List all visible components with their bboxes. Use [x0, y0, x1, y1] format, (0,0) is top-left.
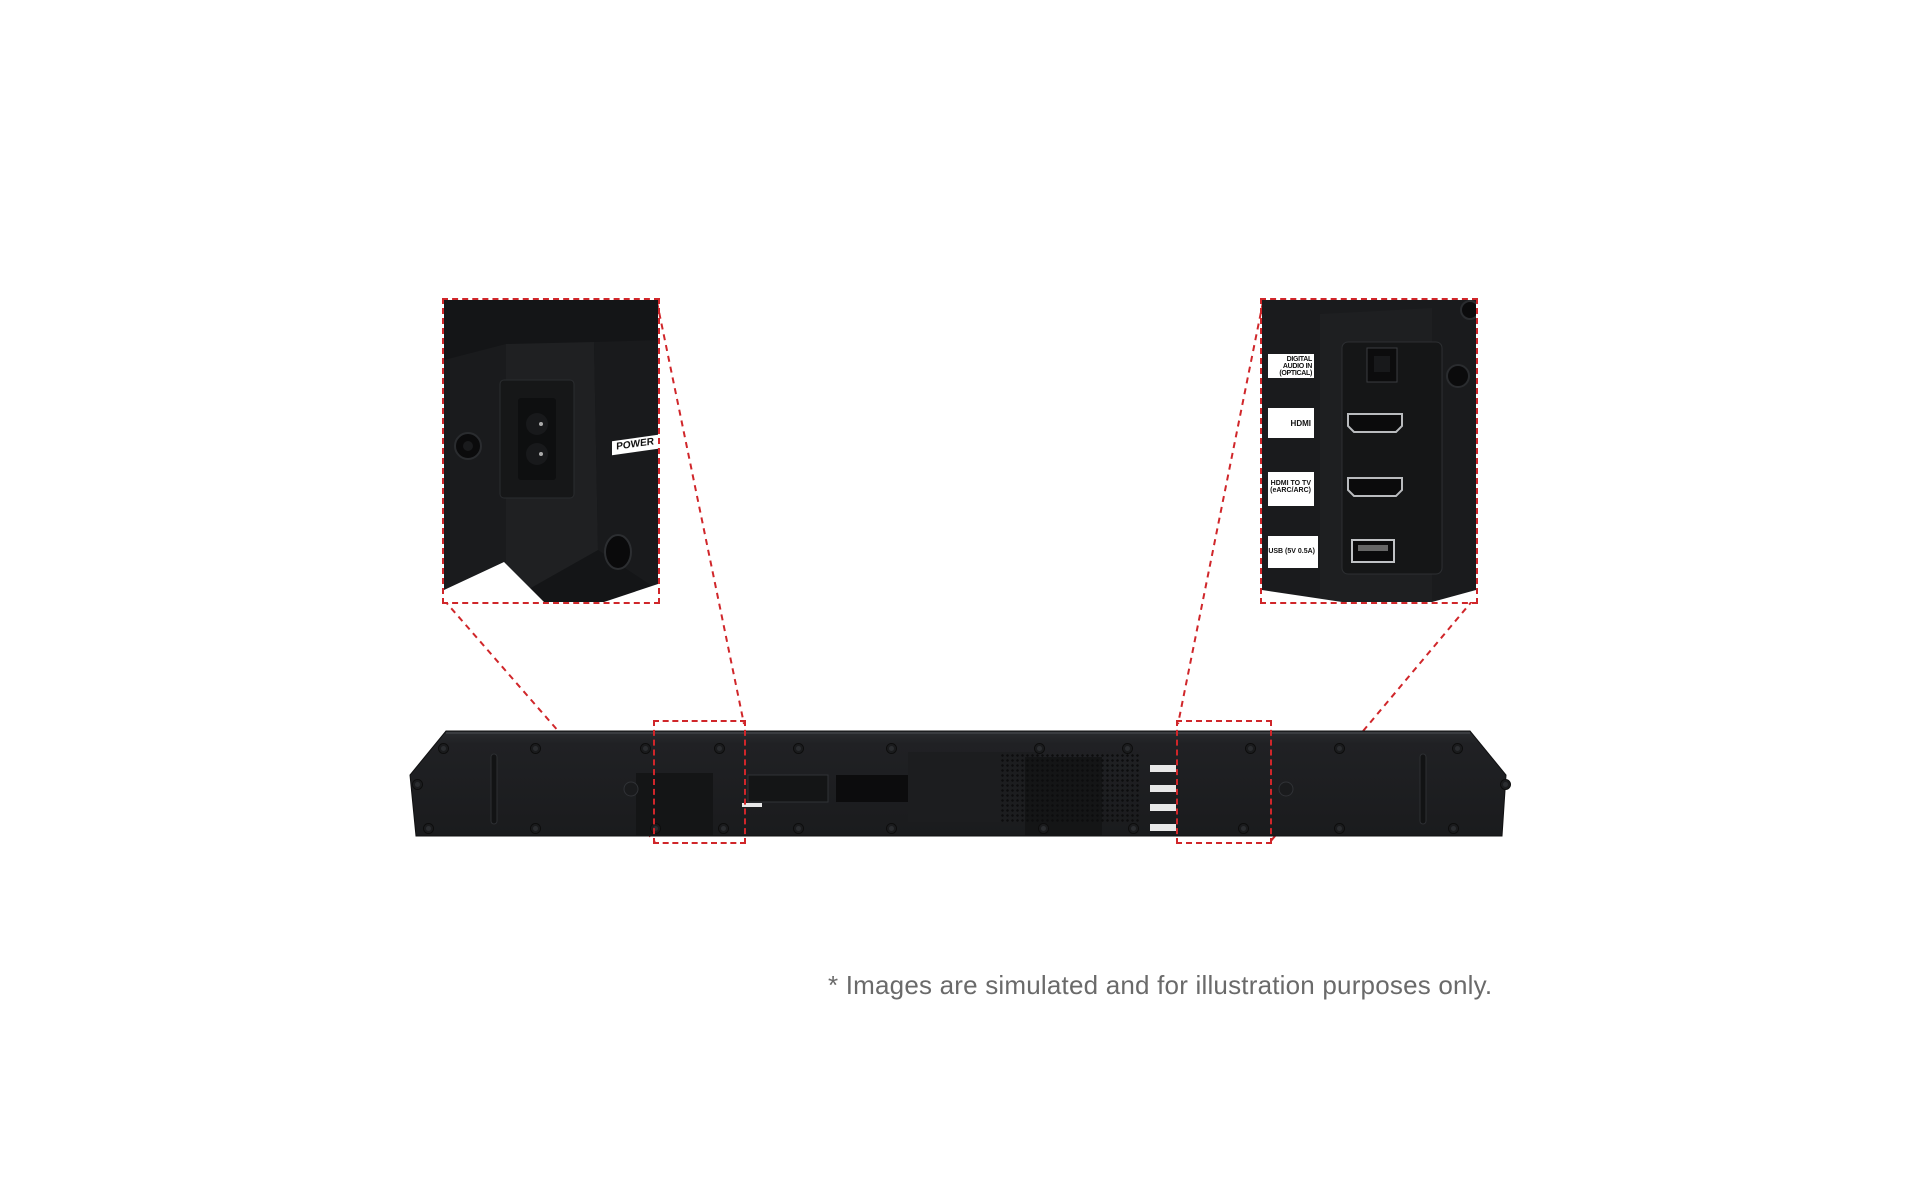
screw-icon: [1128, 823, 1139, 834]
screw-icon: [530, 743, 541, 754]
bar-label-hdmi: [1150, 785, 1176, 792]
screw-icon: [1448, 823, 1459, 834]
optical-label: DIGITAL AUDIO IN (OPTICAL): [1268, 354, 1314, 378]
soundbar-back-panel: [408, 723, 1511, 839]
power-port-callout: POWER: [444, 300, 658, 602]
screw-icon: [1122, 743, 1133, 754]
screw-icon: [438, 743, 449, 754]
screw-icon: [1334, 823, 1345, 834]
screw-icon: [1238, 823, 1249, 834]
screw-icon: [650, 823, 661, 834]
power-port-illustration: [444, 300, 658, 602]
screw-icon: [412, 779, 423, 790]
optical-label-line1: DIGITAL AUDIO IN: [1282, 356, 1312, 370]
screw-icon: [1334, 743, 1345, 754]
screw-icon: [423, 823, 434, 834]
hdmi-to-tv-label: HDMI TO TV (eARC/ARC): [1268, 472, 1314, 506]
screw-icon: [1038, 823, 1049, 834]
usb-label: USB (5V 0.5A): [1268, 536, 1318, 568]
disclaimer-text: * Images are simulated and for illustrat…: [828, 970, 1493, 1000]
screw-icon: [793, 823, 804, 834]
screw-icon: [886, 743, 897, 754]
screw-icon: [718, 823, 729, 834]
bar-label-usb: [1150, 824, 1176, 831]
soundbar-shape: [409, 730, 1507, 837]
optical-label-line2: (OPTICAL): [1279, 370, 1312, 377]
bar-label-hdmi-tv: [1150, 804, 1176, 811]
bar-label-power: [742, 803, 762, 807]
screw-icon: [530, 823, 541, 834]
screw-icon: [1034, 743, 1045, 754]
hdmi-to-tv-label-line1: HDMI TO TV: [1270, 480, 1311, 487]
hdmi-to-tv-label-line2: (eARC/ARC): [1270, 487, 1311, 494]
input-ports-callout: DIGITAL AUDIO IN (OPTICAL) HDMI HDMI TO …: [1262, 300, 1476, 602]
speaker-grille: [1000, 753, 1140, 823]
screw-icon: [1245, 743, 1256, 754]
screw-icon: [640, 743, 651, 754]
screw-icon: [1500, 779, 1511, 790]
screw-icon: [793, 743, 804, 754]
hdmi-label: HDMI: [1268, 408, 1314, 438]
screw-icon: [886, 823, 897, 834]
bar-label-optical: [1150, 765, 1176, 772]
screw-icon: [1452, 743, 1463, 754]
screw-icon: [714, 743, 725, 754]
